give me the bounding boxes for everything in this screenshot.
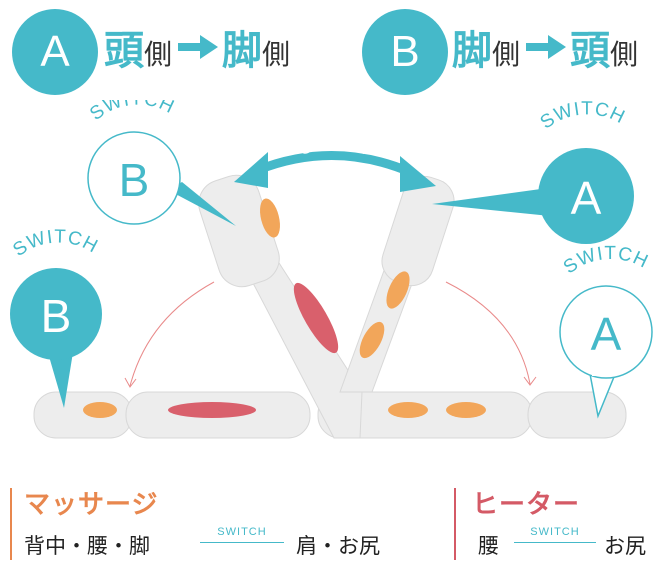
- massage-node: [359, 321, 385, 359]
- bed-diagram: SWITCH B SWITCH A SWITCH B SWITCH A: [9, 100, 653, 439]
- header-left-direction: 頭 側 脚 側: [104, 18, 292, 76]
- guide-arrows: [124, 281, 537, 388]
- massage-legend-to: 肩・お尻: [296, 534, 380, 558]
- bubble-bottom-right-switch: SWITCH: [560, 243, 651, 278]
- bubble-top-left-letter: B: [119, 154, 150, 206]
- header-left-to: 脚: [222, 28, 263, 74]
- massage-switch-indicator: SWITCH: [200, 526, 284, 543]
- heater-switch-label: SWITCH: [530, 526, 580, 538]
- massage-legend-title: マッサージ: [24, 490, 159, 520]
- bed-segment-foot-left: [33, 391, 133, 439]
- switch-bubble-top-right: A SWITCH: [432, 100, 634, 244]
- heater-pad: [293, 282, 339, 354]
- badge-b-header: B: [362, 9, 448, 95]
- header-right-direction: 脚 側 頭 側: [452, 18, 640, 76]
- massage-nodes: [83, 198, 486, 418]
- massage-switch-label: SWITCH: [217, 526, 267, 538]
- header-right-to: 頭: [570, 28, 611, 74]
- heater-pads: [168, 282, 339, 418]
- header-left-from: 頭: [104, 28, 144, 74]
- massage-node: [260, 198, 280, 238]
- header-right-from: 脚: [452, 28, 492, 74]
- bubble-top-left-switch: SWITCH: [86, 100, 177, 125]
- svg-text:SWITCH: SWITCH: [86, 100, 178, 125]
- bubble-bottom-left-switch: SWITCH: [9, 226, 100, 261]
- massage-node: [83, 402, 117, 418]
- bed-segment-foot-right: [527, 391, 627, 439]
- bubble-top-right-letter: A: [571, 172, 602, 224]
- heater-switch-indicator: SWITCH: [514, 526, 596, 543]
- switch-double-arrow: SWITCH: [234, 137, 436, 192]
- svg-text:SWITCH: SWITCH: [537, 100, 629, 134]
- switch-bubble-bottom-left: B SWITCH: [9, 226, 102, 408]
- svg-text:SWITCH: SWITCH: [299, 137, 369, 159]
- badge-a-header: A: [12, 9, 98, 95]
- header-left-to-suffix: 側: [262, 38, 291, 71]
- heater-legend-from: 腰: [478, 534, 499, 558]
- header-right-to-suffix: 側: [610, 38, 639, 71]
- massage-legend-bar: [10, 488, 12, 560]
- massage-node: [446, 402, 486, 418]
- badge-a-letter: A: [40, 27, 70, 76]
- massage-node: [386, 271, 410, 309]
- header-right-from-suffix: 側: [492, 38, 521, 71]
- switch-bubble-bottom-right: A SWITCH: [559, 243, 653, 419]
- heater-legend-bar: [454, 488, 456, 560]
- bubble-top-right-switch: SWITCH: [537, 100, 628, 134]
- bubble-bottom-right-letter: A: [591, 308, 622, 360]
- svg-text:SWITCH: SWITCH: [9, 226, 101, 261]
- right-arrow-icon: [178, 35, 219, 59]
- badge-b-letter: B: [390, 27, 420, 76]
- massage-legend-from: 背中・腰・脚: [24, 534, 150, 558]
- right-arrow-icon: [526, 35, 567, 59]
- heater-legend-title: ヒーター: [472, 490, 581, 520]
- massage-node: [388, 402, 428, 418]
- bubble-bottom-left-letter: B: [41, 290, 72, 342]
- heater-legend-to: お尻: [604, 534, 646, 558]
- heater-pad: [168, 402, 256, 418]
- header-left-from-suffix: 側: [144, 38, 173, 71]
- switch-arrow-label: SWITCH: [299, 137, 368, 159]
- svg-text:SWITCH: SWITCH: [560, 243, 652, 278]
